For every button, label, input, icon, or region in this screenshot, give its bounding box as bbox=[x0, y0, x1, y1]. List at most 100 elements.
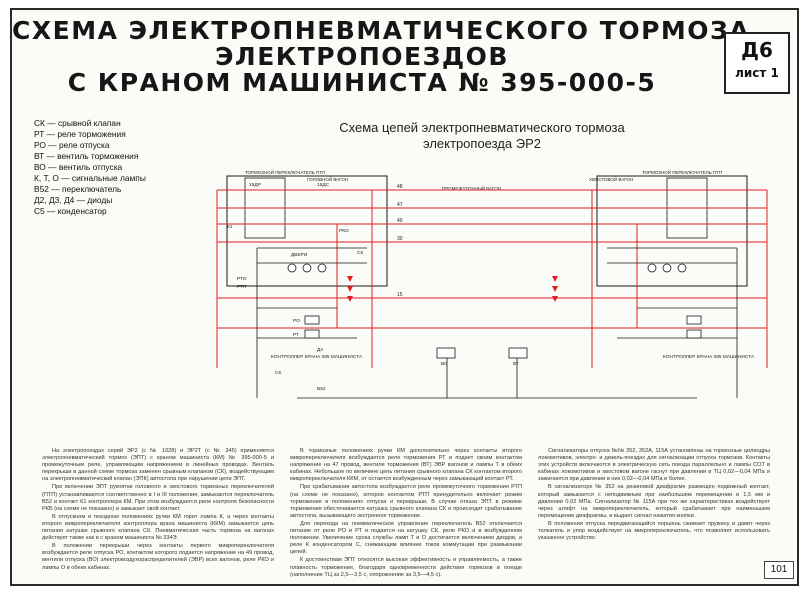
relays bbox=[304, 315, 702, 359]
k1-label: К1 bbox=[227, 224, 233, 230]
head-car-label: ГОЛОВНОЙ ВАГОН bbox=[307, 175, 348, 182]
diode-icon bbox=[347, 276, 353, 282]
paragraph: При срабатывании автостопа возбуждается … bbox=[290, 484, 522, 519]
legend: СК — срывной клапан РТ — реле торможения… bbox=[34, 118, 146, 217]
legend-desc: реле отпуска bbox=[58, 140, 110, 150]
legend-item: СК — срывной клапан bbox=[34, 118, 121, 128]
relay-ro bbox=[304, 315, 320, 325]
paragraph: В положении отпуска передвигающийся порш… bbox=[538, 520, 770, 542]
legend-code: СК bbox=[34, 118, 45, 128]
sk-label: СК bbox=[275, 370, 281, 376]
controller-left-label: КОНТРОЛЛЕР КРАНА 395 МАШИНИСТА bbox=[271, 354, 363, 360]
wire-49-label: 49 bbox=[397, 218, 403, 224]
diagram-subtitle: Схема цепей электропневматического тормо… bbox=[262, 120, 702, 152]
legend-code: С5 bbox=[34, 206, 45, 216]
legend-desc: диоды bbox=[87, 195, 113, 205]
intermediate-car-label: ПРОМЕЖУТОЧНЫЙ ВАГОН bbox=[442, 184, 501, 191]
paragraph: В отпускном и поездном положениях ручки … bbox=[42, 513, 274, 542]
wire-48-label: 48 bbox=[397, 184, 403, 190]
legend-item: РТ — реле торможения bbox=[34, 129, 126, 139]
rtp-label: РТП bbox=[237, 284, 247, 290]
relay-rt bbox=[304, 329, 320, 339]
valve-vo bbox=[436, 347, 456, 359]
legend-desc: срывной клапан bbox=[57, 118, 121, 128]
legend-item: ВТ — вентиль торможения bbox=[34, 151, 139, 161]
valve-vt bbox=[508, 347, 528, 359]
paragraph: Сигнализаторы отпуска №№ 352, 352А, 115А… bbox=[538, 448, 770, 483]
ptp-15ds-label: 15ДС bbox=[317, 182, 330, 188]
sheet-id-box: Д6 лист 1 bbox=[724, 32, 790, 94]
paragraph: При включении ЭПТ рукоятки головного и х… bbox=[42, 484, 274, 512]
legend-item: В52 — переключатель bbox=[34, 184, 122, 194]
diodes bbox=[347, 276, 558, 302]
head-car-frame bbox=[226, 175, 388, 287]
paragraph: К достоинствам ЭПТ относятся высокая эфф… bbox=[290, 557, 522, 578]
relay-rt bbox=[686, 329, 702, 339]
page-number: 101 bbox=[764, 561, 794, 579]
c5-label: С5 bbox=[357, 250, 363, 256]
body-text-column-1: На электропоездах серий ЭР2 (с № 1028) и… bbox=[42, 448, 274, 573]
legend-item: Д2, Д3, Д4 — диоды bbox=[34, 195, 113, 205]
subtitle-line-2: электропоезда ЭР2 bbox=[423, 136, 541, 151]
legend-code: В52 bbox=[34, 184, 49, 194]
diode-icon bbox=[347, 286, 353, 292]
lamp-t-icon bbox=[302, 263, 312, 273]
wire-47-label: 47 bbox=[397, 202, 403, 208]
circuit-diagram: ТОРМОЗНОЙ ПЕРЕКЛЮЧАТЕЛЬ ПТП ГОЛОВНОЙ ВАГ… bbox=[216, 168, 768, 399]
brake-switch-left-label: ТОРМОЗНОЙ ПЕРЕКЛЮЧАТЕЛЬ ПТП bbox=[245, 168, 325, 175]
legend-code: Д2, Д3, Д4 bbox=[34, 195, 75, 205]
wire-30-label: 30 bbox=[397, 236, 403, 242]
legend-desc: переключатель bbox=[61, 184, 122, 194]
control-wiring bbox=[256, 247, 738, 399]
lamp-t-icon bbox=[662, 263, 672, 273]
lamp-o-icon bbox=[677, 263, 687, 273]
legend-desc: реле торможения bbox=[57, 129, 126, 139]
sheet-label: лист 1 bbox=[735, 66, 779, 80]
legend-desc: конденсатор bbox=[57, 206, 107, 216]
paragraph: В сигнализаторе № 352 на резиновой диафр… bbox=[538, 484, 770, 519]
paragraph: На электропоездах серий ЭР2 (с № 1028) и… bbox=[42, 448, 274, 483]
legend-desc: сигнальные лампы bbox=[71, 173, 146, 183]
lamp-o-icon bbox=[317, 263, 327, 273]
lamp-k-icon bbox=[287, 263, 297, 273]
lamp-k-icon bbox=[647, 263, 657, 273]
legend-item: РО — реле отпуска bbox=[34, 140, 110, 150]
paragraph: В тормозных положениях ручки КМ дополнит… bbox=[290, 448, 522, 483]
diode-icon bbox=[552, 296, 558, 302]
vt-label: ВТ bbox=[513, 361, 519, 367]
ptp-15dr-label: 15ДР bbox=[249, 182, 261, 188]
trainline-wires bbox=[216, 189, 768, 368]
sheet-code: Д6 bbox=[741, 38, 773, 62]
ro-label: РО bbox=[293, 318, 300, 324]
legend-code: ВТ bbox=[34, 151, 45, 161]
d4-label: Д4 bbox=[317, 347, 323, 353]
poster-sheet: СХЕМА ЭЛЕКТРОПНЕВМАТИЧЕСКОГО ТОРМОЗА ЭЛЕ… bbox=[10, 8, 799, 586]
doors-label: ДВЕРИ bbox=[291, 252, 308, 258]
title-line-3: С КРАНОМ МАШИНИСТА № 395-000-5 bbox=[67, 68, 657, 97]
subtitle-line-1: Схема цепей электропневматического тормо… bbox=[339, 120, 625, 135]
paragraph: В положении перекрыши через контакты пер… bbox=[42, 543, 274, 571]
legend-desc: вентиль торможения bbox=[57, 151, 139, 161]
diode-icon bbox=[552, 286, 558, 292]
legend-code: РО bbox=[34, 140, 46, 150]
paragraph: Для перехода на пневматическое управлени… bbox=[290, 520, 522, 556]
body-text-column-3: Сигнализаторы отпуска №№ 352, 352А, 115А… bbox=[538, 448, 770, 543]
body-text-column-2: В тормозных положениях ручки КМ дополнит… bbox=[290, 448, 522, 580]
v52-label: В52 bbox=[317, 386, 326, 392]
title-line-2: ЭЛЕКТРОПОЕЗДОВ bbox=[215, 42, 509, 71]
controller-right-label: КОНТРОЛЛЕР КРАНА 395 МАШИНИСТА bbox=[663, 354, 755, 360]
diode-icon bbox=[347, 296, 353, 302]
tail-car-frame bbox=[596, 175, 748, 287]
legend-code: ВО bbox=[34, 162, 46, 172]
legend-code: РТ bbox=[34, 129, 45, 139]
legend-item: С5 — конденсатор bbox=[34, 206, 107, 216]
signal-lamps bbox=[287, 263, 687, 273]
title-line-1: СХЕМА ЭЛЕКТРОПНЕВМАТИЧЕСКОГО ТОРМОЗА bbox=[12, 16, 751, 45]
brake-switch-right-label: ТОРМОЗНОЙ ПЕРЕКЛЮЧАТЕЛЬ ПТП bbox=[642, 168, 722, 175]
legend-code: К, Т, О bbox=[34, 173, 59, 183]
legend-item: К, Т, О — сигнальные лампы bbox=[34, 173, 146, 183]
rto-label: РТО bbox=[237, 276, 247, 282]
relay-ro bbox=[686, 315, 702, 325]
pko-label: РКО bbox=[339, 228, 349, 234]
wire-15-label: 15 bbox=[397, 292, 403, 298]
